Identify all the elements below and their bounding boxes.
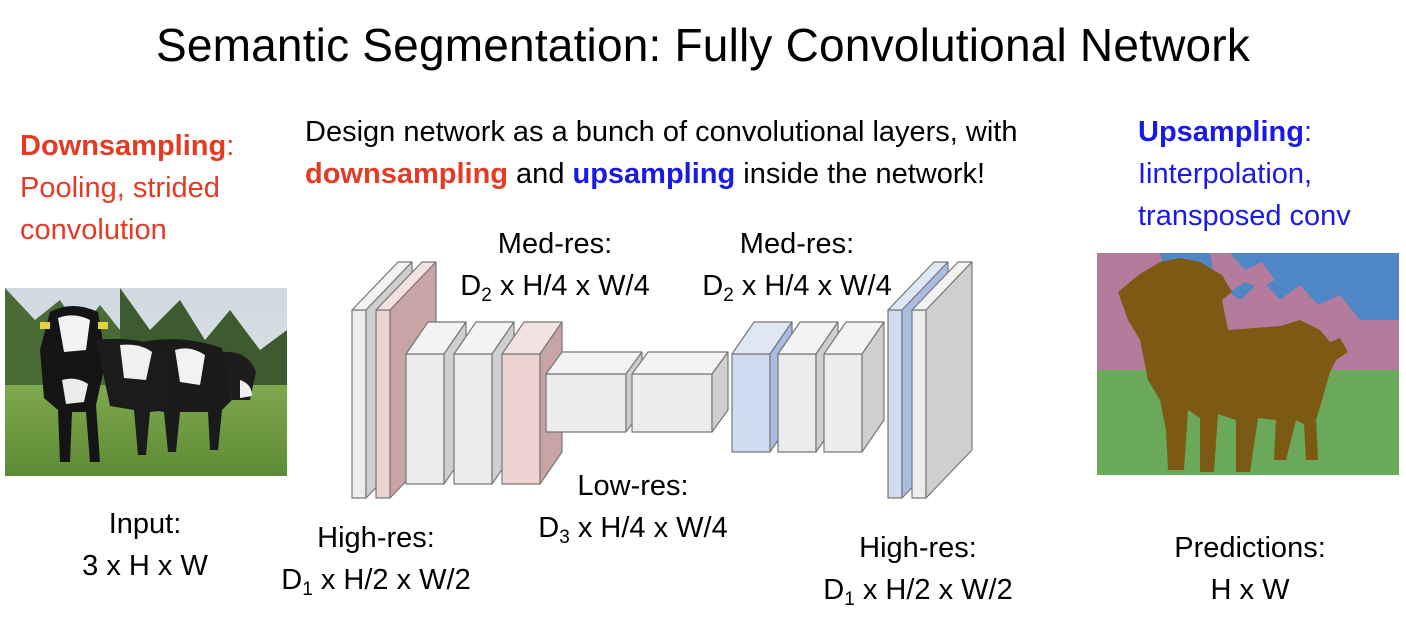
downsampling-line1: Pooling, strided bbox=[20, 172, 220, 204]
label-low-res-dims: D3 x H/4 x W/4 bbox=[538, 512, 728, 548]
center-note-line2: downsampling and upsampling inside the n… bbox=[305, 156, 1018, 192]
page-title: Semantic Segmentation: Fully Convolution… bbox=[155, 19, 1251, 71]
label-med-res-left-dims: D2 x H/4 x W/4 bbox=[460, 270, 650, 306]
downsampling-heading: Downsampling bbox=[20, 130, 227, 162]
center-note-line1: Design network as a bunch of convolution… bbox=[305, 116, 1018, 148]
label-med-res-right-title: Med-res: bbox=[739, 228, 855, 260]
block-low-res-2 bbox=[631, 351, 729, 433]
input-label-title: Input: bbox=[108, 508, 182, 540]
downsampling-line2: convolution bbox=[20, 214, 167, 246]
upsampling-line1: Iinterpolation, bbox=[1138, 158, 1313, 190]
label-high-res-right: High-res: D1 x H/2 x W/2 bbox=[800, 530, 1036, 610]
label-low-res-title: Low-res: bbox=[577, 470, 689, 502]
center-note-tail: inside the network! bbox=[735, 158, 986, 190]
input-label-dims: 3 x H x W bbox=[82, 550, 208, 582]
label-med-res-left: Med-res: D2 x H/4 x W/4 bbox=[440, 226, 670, 306]
block-high-res-right-2 bbox=[911, 261, 973, 499]
block-low-res-1 bbox=[545, 351, 643, 433]
downsampling-note: Downsampling: Pooling, strided convoluti… bbox=[20, 128, 234, 248]
and-word: and bbox=[508, 158, 573, 190]
input-label: Input: 3 x H x W bbox=[40, 506, 250, 584]
label-med-res-right: Med-res: D2 x H/4 x W/4 bbox=[682, 226, 912, 306]
upsampling-line2: transposed conv bbox=[1138, 200, 1351, 232]
network-blocks bbox=[351, 261, 973, 499]
label-low-res: Low-res: D3 x H/4 x W/4 bbox=[515, 468, 751, 548]
label-high-res-left-dims: D1 x H/2 x W/2 bbox=[281, 564, 471, 600]
downsampling-word: downsampling bbox=[305, 158, 508, 190]
label-high-res-right-title: High-res: bbox=[859, 532, 977, 564]
label-high-res-right-dims: D1 x H/2 x W/2 bbox=[823, 574, 1013, 610]
upsampling-note: Upsampling: Iinterpolation, transposed c… bbox=[1138, 114, 1351, 234]
prediction-label-title: Predictions: bbox=[1174, 532, 1326, 564]
prediction-label-dims: H x W bbox=[1210, 574, 1290, 606]
block-med-res-right-3 bbox=[823, 321, 885, 453]
label-high-res-left: High-res: D1 x H/2 x W/2 bbox=[258, 520, 494, 600]
label-med-res-right-dims: D2 x H/4 x W/4 bbox=[702, 270, 892, 306]
prediction-segmentation-map bbox=[1097, 253, 1399, 475]
downsampling-colon: : bbox=[226, 130, 235, 162]
label-high-res-left-title: High-res: bbox=[317, 522, 435, 554]
center-note: Design network as a bunch of convolution… bbox=[305, 114, 1018, 192]
label-med-res-left-title: Med-res: bbox=[497, 228, 613, 260]
prediction-label: Predictions: H x W bbox=[1140, 530, 1360, 608]
upsampling-word: upsampling bbox=[572, 158, 736, 190]
upsampling-colon: : bbox=[1303, 116, 1313, 148]
upsampling-heading: Upsampling bbox=[1138, 116, 1304, 148]
input-cow-photo bbox=[5, 288, 287, 476]
